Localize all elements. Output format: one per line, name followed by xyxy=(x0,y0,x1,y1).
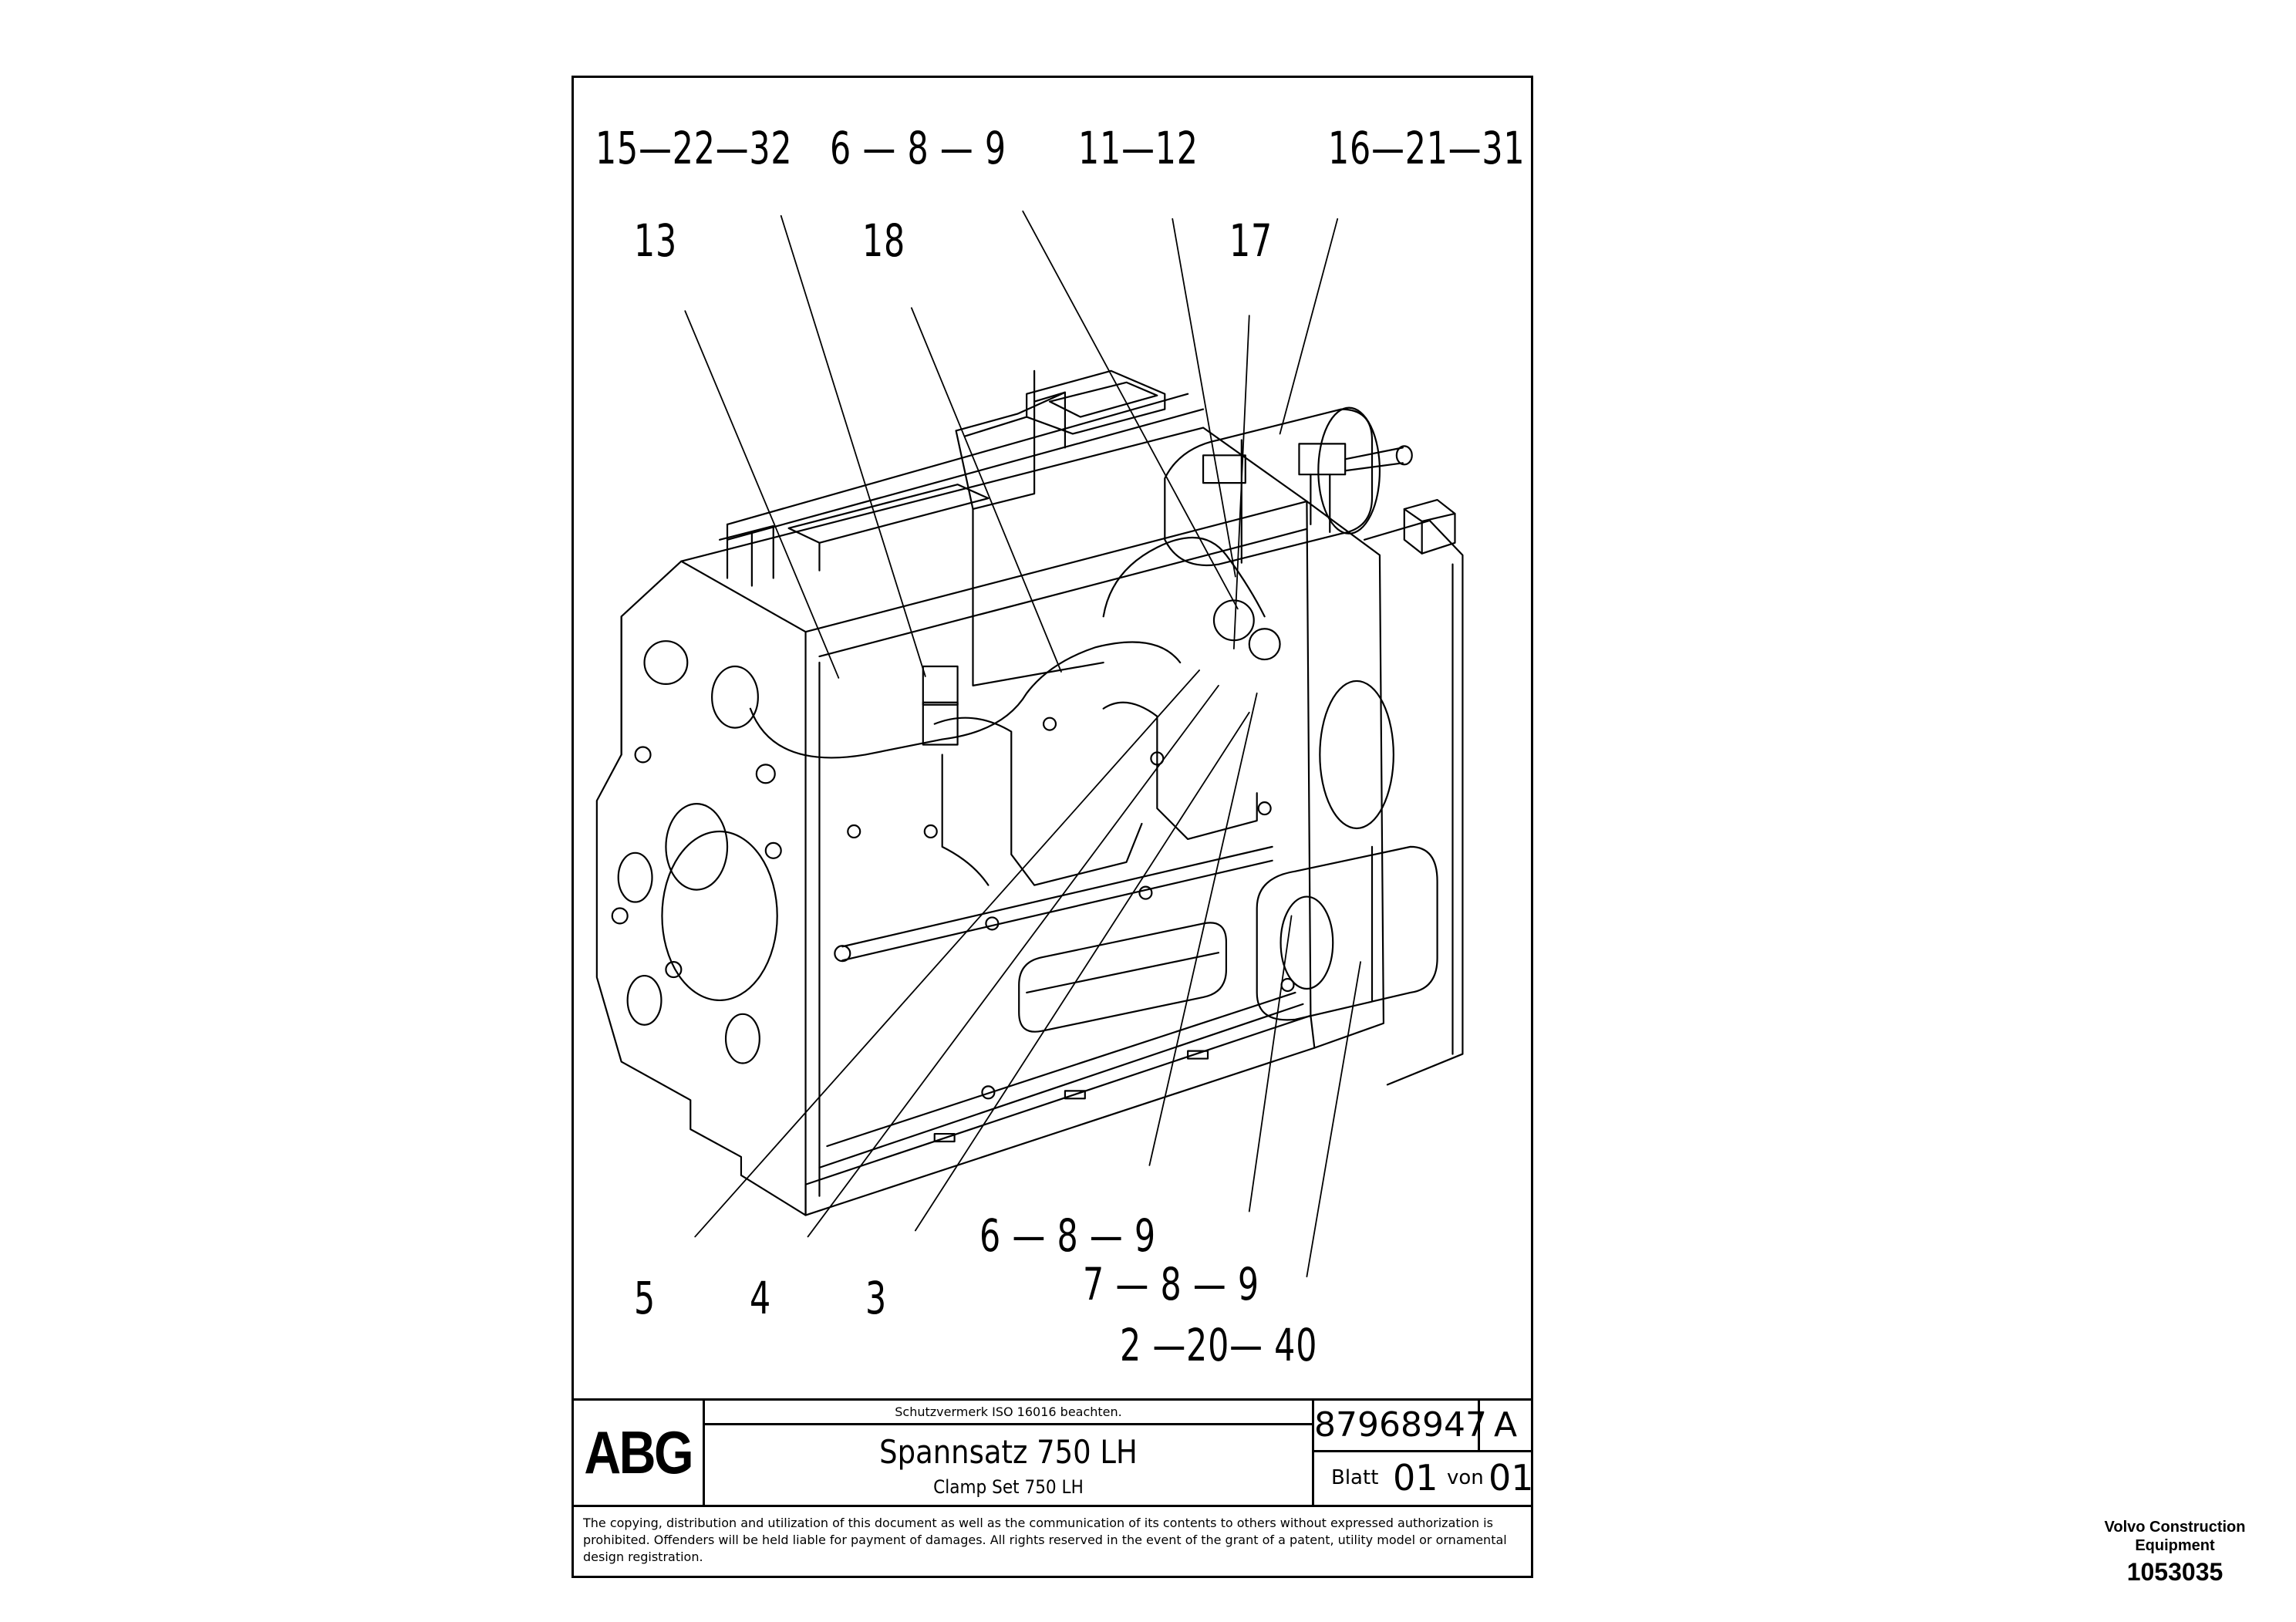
title-cell: Schutzvermerk ISO 16016 beachten. Spanns… xyxy=(705,1401,1314,1505)
drawing-number: 87968947 xyxy=(1314,1401,1487,1452)
callout-3: 3 xyxy=(865,1272,888,1324)
callout-6-8-9-bottom: 6 — 8 — 9 xyxy=(979,1209,1156,1262)
part-number: 1053035 xyxy=(2126,1558,2224,1586)
callout-18: 18 xyxy=(862,214,906,267)
callout-7-8-9: 7 — 8 — 9 xyxy=(1083,1258,1259,1310)
callout-15-22-32: 15—22—32 xyxy=(595,122,793,174)
revision: A xyxy=(1480,1401,1531,1452)
callout-5: 5 xyxy=(634,1272,656,1324)
logo-cell: ABG xyxy=(574,1401,705,1505)
leader-lines xyxy=(684,210,1361,1278)
callout-2-20-40: 2 —20— 40 xyxy=(1120,1319,1318,1371)
callout-6-8-9-top: 6 — 8 — 9 xyxy=(830,122,1006,174)
frame-body xyxy=(595,369,1464,1216)
callout-4: 4 xyxy=(750,1272,772,1324)
abg-logo: ABG xyxy=(584,1418,694,1486)
sheet-number: 01 xyxy=(1393,1457,1438,1499)
sheet-label: Blatt xyxy=(1331,1466,1379,1489)
callout-17: 17 xyxy=(1229,214,1273,267)
company-name: Volvo Construction Equipment xyxy=(2104,1519,2246,1554)
protection-note: Schutzvermerk ISO 16016 beachten. xyxy=(705,1401,1312,1425)
callout-13: 13 xyxy=(634,214,678,267)
callout-11-12: 11—12 xyxy=(1078,122,1199,174)
drawing-sheet: 15—22—32 6 — 8 — 9 11—12 16—21—31 13 18 … xyxy=(571,76,1534,1578)
vendor-stamp: Volvo Construction Equipment 1053035 xyxy=(2082,1518,2267,1587)
clamp-set-exploded-drawing xyxy=(595,210,1464,1278)
copyright-notice: The copying, distribution and utilizatio… xyxy=(574,1505,1531,1578)
callout-16-21-31: 16—21—31 xyxy=(1328,122,1526,174)
of-label: von xyxy=(1447,1466,1484,1489)
drawing-title: Spannsatz 750 LH xyxy=(879,1433,1138,1471)
sheet-total: 01 xyxy=(1489,1457,1534,1499)
sheet-info: Blatt 01 von 01 xyxy=(1314,1452,1534,1505)
title-block: ABG Schutzvermerk ISO 16016 beachten. Sp… xyxy=(574,1398,1534,1578)
drawing-subtitle: Clamp Set 750 LH xyxy=(933,1476,1084,1498)
